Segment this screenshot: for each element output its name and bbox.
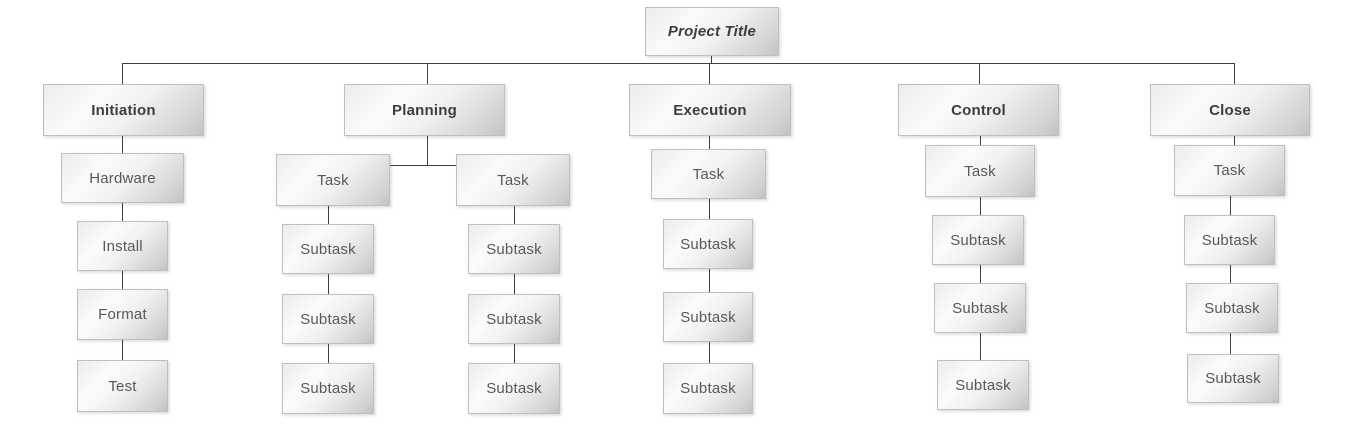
node-execution-subtask-a[interactable]: Subtask — [663, 219, 753, 269]
node-planning-subtask-1a[interactable]: Subtask — [282, 224, 374, 274]
node-install[interactable]: Install — [77, 221, 168, 271]
node-close-subtask-b[interactable]: Subtask — [1186, 283, 1278, 333]
connector — [1230, 265, 1231, 283]
connector — [709, 342, 710, 363]
connector — [122, 203, 123, 221]
connector — [980, 136, 981, 145]
node-planning-subtask-2c[interactable]: Subtask — [468, 363, 560, 414]
node-project-title[interactable]: Project Title — [645, 7, 779, 56]
connector-drop-initiation — [122, 63, 123, 84]
connector — [514, 274, 515, 294]
node-initiation[interactable]: Initiation — [43, 84, 204, 136]
connector — [122, 340, 123, 360]
connector-drop-execution — [709, 63, 710, 84]
node-close[interactable]: Close — [1150, 84, 1310, 136]
node-hardware[interactable]: Hardware — [61, 153, 184, 203]
connector — [980, 197, 981, 215]
connector — [514, 206, 515, 224]
node-execution[interactable]: Execution — [629, 84, 791, 136]
node-test[interactable]: Test — [77, 360, 168, 412]
node-control-subtask-c[interactable]: Subtask — [937, 360, 1029, 410]
connector — [980, 333, 981, 360]
node-execution-task[interactable]: Task — [651, 149, 766, 199]
connector — [1230, 196, 1231, 215]
node-planning-subtask-1c[interactable]: Subtask — [282, 363, 374, 414]
node-control[interactable]: Control — [898, 84, 1059, 136]
node-format[interactable]: Format — [77, 289, 168, 340]
connector-title-stub — [711, 56, 712, 63]
node-close-subtask-a[interactable]: Subtask — [1184, 215, 1275, 265]
connector — [1234, 136, 1235, 145]
connector-planning-fork — [390, 165, 456, 166]
connector-trunk — [122, 63, 1235, 64]
connector — [1230, 333, 1231, 354]
node-planning-task-1[interactable]: Task — [276, 154, 390, 206]
connector — [427, 136, 428, 165]
connector-drop-control — [979, 63, 980, 84]
node-planning-subtask-2a[interactable]: Subtask — [468, 224, 560, 274]
connector — [328, 206, 329, 224]
node-control-subtask-b[interactable]: Subtask — [934, 283, 1026, 333]
node-planning[interactable]: Planning — [344, 84, 505, 136]
connector — [328, 344, 329, 363]
connector-drop-planning — [427, 63, 428, 84]
node-control-subtask-a[interactable]: Subtask — [932, 215, 1024, 265]
node-close-task[interactable]: Task — [1174, 145, 1285, 196]
node-planning-task-2[interactable]: Task — [456, 154, 570, 206]
connector — [514, 344, 515, 363]
connector — [709, 199, 710, 219]
node-execution-subtask-b[interactable]: Subtask — [663, 292, 753, 342]
node-planning-subtask-2b[interactable]: Subtask — [468, 294, 560, 344]
node-planning-subtask-1b[interactable]: Subtask — [282, 294, 374, 344]
connector — [709, 136, 710, 149]
connector — [709, 269, 710, 292]
node-control-task[interactable]: Task — [925, 145, 1035, 197]
connector — [328, 274, 329, 294]
node-close-subtask-c[interactable]: Subtask — [1187, 354, 1279, 403]
connector — [980, 265, 981, 283]
connector-drop-close — [1234, 63, 1235, 84]
node-execution-subtask-c[interactable]: Subtask — [663, 363, 753, 414]
connector — [122, 271, 123, 289]
connector — [122, 136, 123, 153]
